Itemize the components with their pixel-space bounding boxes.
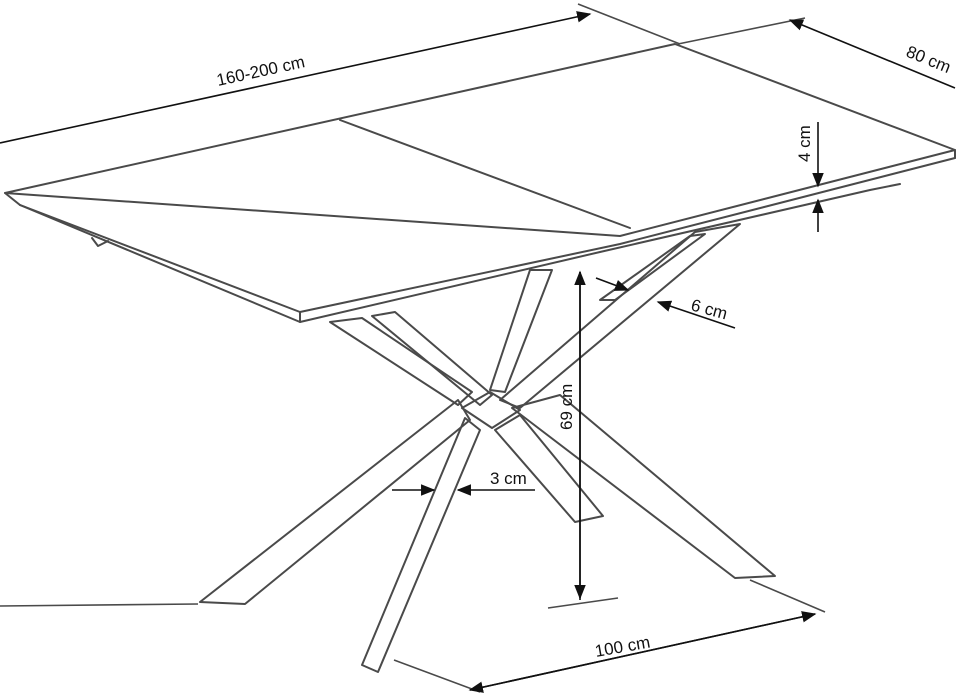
dim-leg-width: 3 cm [392, 469, 535, 496]
dim-depth: 80 cm [677, 17, 956, 89]
dim-length: 160-200 cm [0, 3, 681, 144]
dim-top-thickness-label: 4 cm [795, 125, 814, 162]
dim-height: 69 cm [547, 270, 619, 609]
floor-line [0, 603, 199, 607]
table-top [4, 43, 956, 323]
dim-top-thickness: 4 cm [795, 122, 824, 232]
dim-depth-label: 80 cm [904, 42, 954, 77]
dim-apron-label: 6 cm [689, 296, 730, 324]
dim-leg-width-label: 3 cm [490, 469, 527, 488]
dim-base-length: 100 cm [393, 579, 826, 693]
dim-height-label: 69 cm [557, 384, 576, 430]
dim-length-label: 160-200 cm [215, 52, 307, 90]
x-base-legs [199, 223, 776, 673]
